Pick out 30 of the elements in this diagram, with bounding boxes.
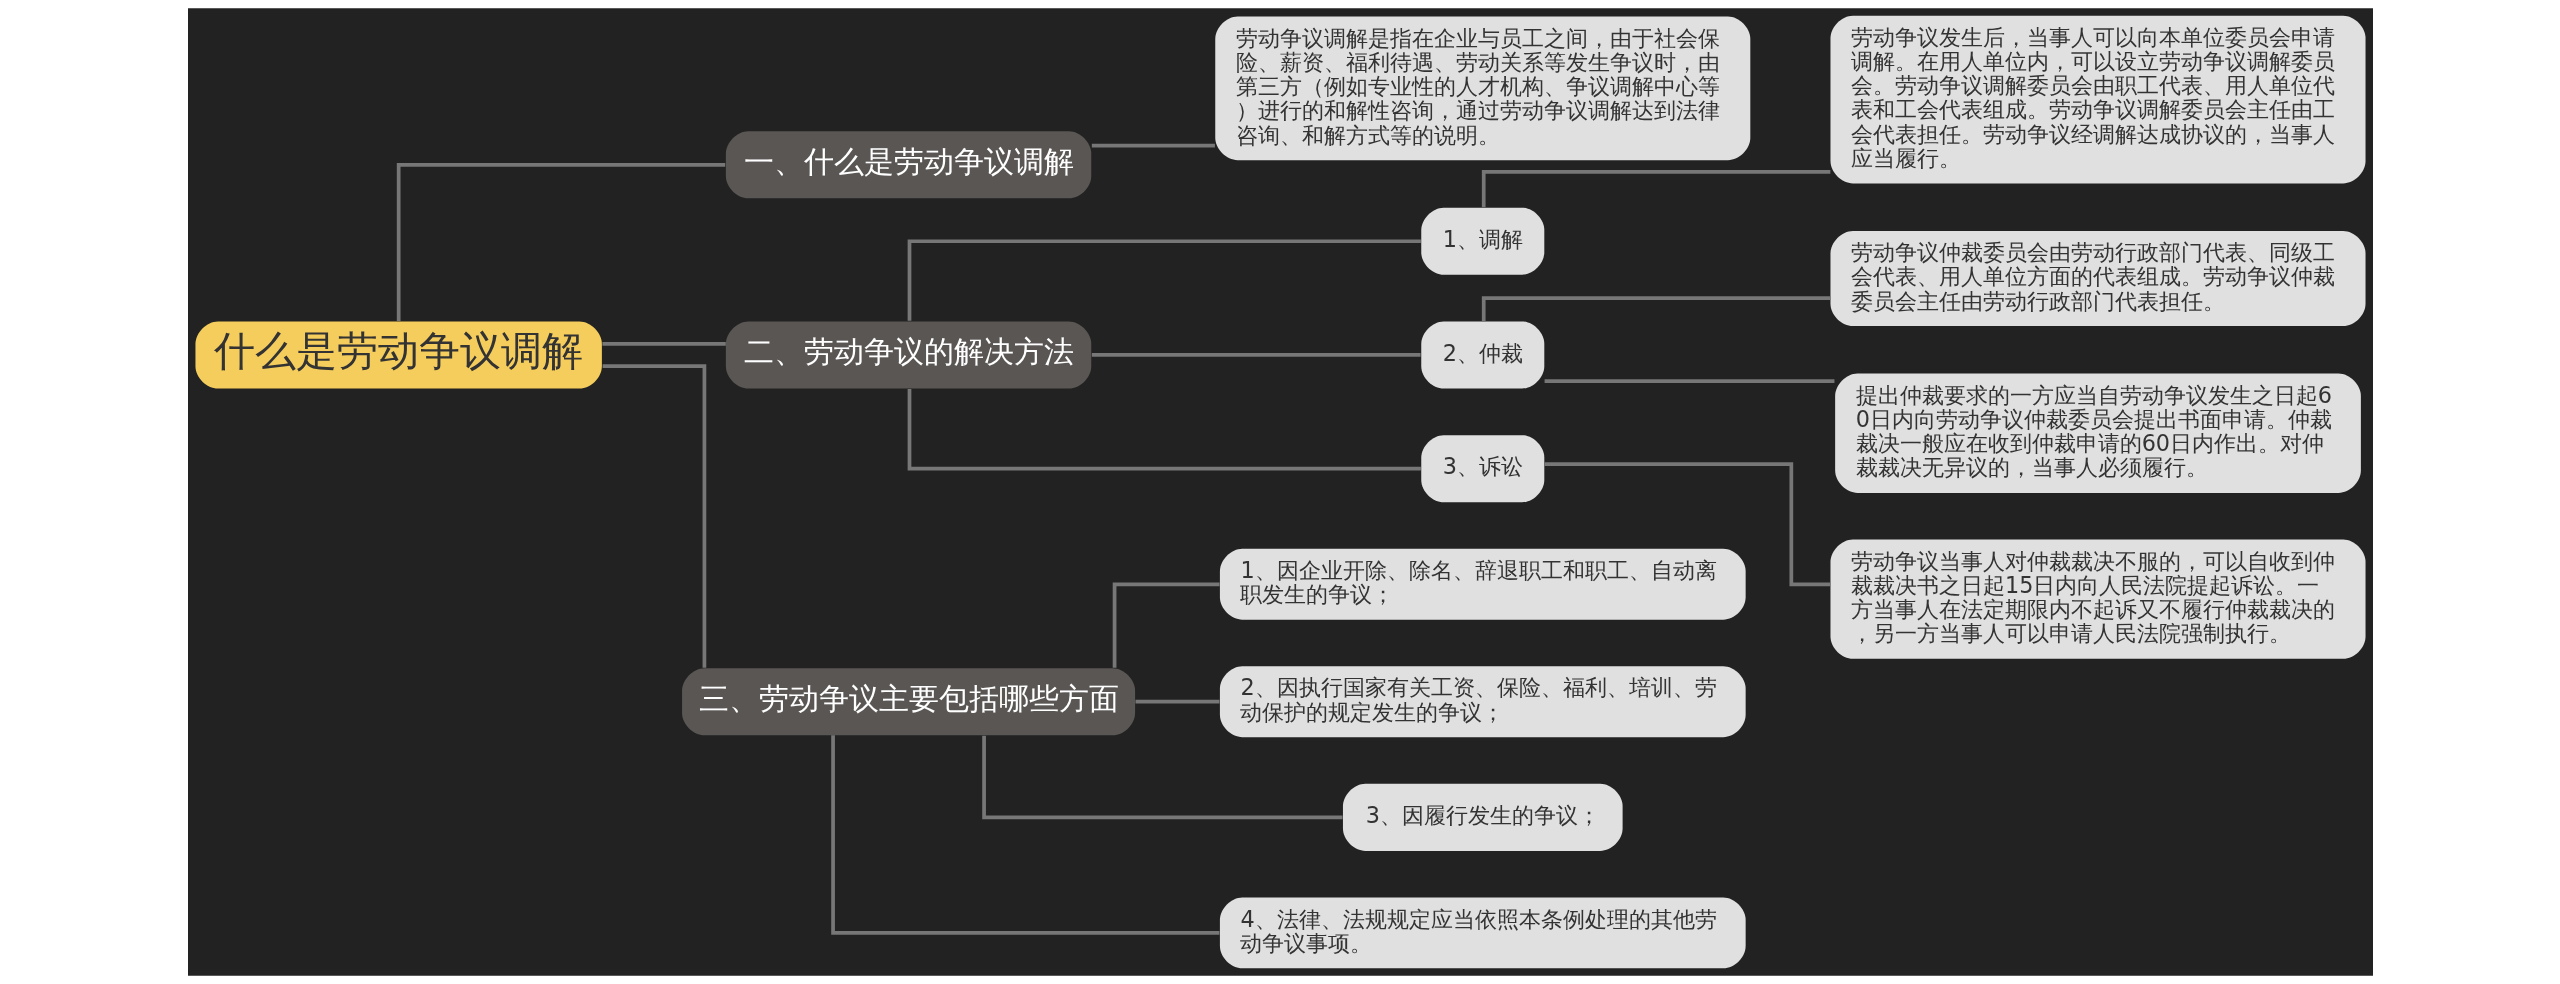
node-box: 1、因企业开除、除名、辞退职工和职工、自动离职发生的争议； bbox=[1219, 548, 1746, 620]
connector bbox=[907, 389, 1421, 471]
node-box: 2、因执行国家有关工资、保险、福利、培训、劳动保护的规定发生的争议； bbox=[1219, 666, 1746, 738]
node-box: 一、什么是劳动争议调解 bbox=[725, 131, 1091, 199]
node-box: 二、劳动争议的解决方法 bbox=[725, 321, 1091, 389]
node-box: 三、劳动争议主要包括哪些方面 bbox=[681, 668, 1135, 736]
connector bbox=[907, 239, 1421, 321]
connector bbox=[1091, 143, 1215, 148]
connector bbox=[1135, 699, 1219, 704]
node-box: 劳动争议仲裁委员会由劳动行政部门代表、同级工会代表、用人单位方面的代表组成。劳动争议仲裁委员会主任由劳动行政部门代表担任。 bbox=[1830, 231, 2366, 327]
node-box: 劳动争议当事人对仲裁裁决不服的，可以自收到仲裁裁决书之日起15日内向人民法院提起诉讼。一方当事人在法定期限内不起诉又不履行仲裁裁决的，另一方当事人可以申请人民法院强制执行。 bbox=[1830, 539, 2366, 659]
connector bbox=[396, 162, 725, 321]
node-box: 3、诉讼 bbox=[1420, 435, 1544, 503]
node-box: 什么是劳动争议调解 bbox=[194, 321, 602, 389]
node-box: 提出仲裁要求的一方应当自劳动争议发生之日起60日内向劳动争议仲裁委员会提出书面申请。仲裁裁决一般应在收到仲裁申请的60日内作出。对仲裁裁决无异议的，当事人必须履行。 bbox=[1834, 373, 2361, 493]
connector bbox=[1112, 582, 1220, 668]
node-box: 2、仲裁 bbox=[1420, 321, 1544, 389]
connector bbox=[830, 735, 1219, 935]
connector bbox=[1481, 296, 1830, 322]
connector bbox=[1543, 462, 1830, 587]
node-box: 劳动争议调解是指在企业与员工之间，由于社会保险、薪资、福利待遇、劳动关系等发生争议时，由第三方（例如专业性的人才机构、争议调解中心等）进行的和解性咨询，通过劳动争议调解达到法律咨询、和解方式等的说明。 bbox=[1214, 16, 1750, 161]
node-box: 1、调解 bbox=[1420, 207, 1544, 275]
connector bbox=[1544, 379, 1834, 383]
connector bbox=[602, 364, 706, 668]
node-box: 3、因履行发生的争议； bbox=[1342, 783, 1623, 851]
node-box: 4、法律、法规规定应当依照本条例处理的其他劳动争议事项。 bbox=[1219, 897, 1746, 969]
node-box: 劳动争议发生后，当事人可以向本单位委员会申请调解。在用人单位内，可以设立劳动争议调解委员会。劳动争议调解委员会由职工代表、用人单位代表和工会代表组成。劳动争议调解委员会主任由工会代表担任。劳动争议经调解达成协议的，当事人应当履行。 bbox=[1830, 15, 2366, 184]
connector bbox=[1091, 353, 1421, 357]
connector bbox=[981, 735, 1343, 820]
connector bbox=[601, 341, 726, 346]
